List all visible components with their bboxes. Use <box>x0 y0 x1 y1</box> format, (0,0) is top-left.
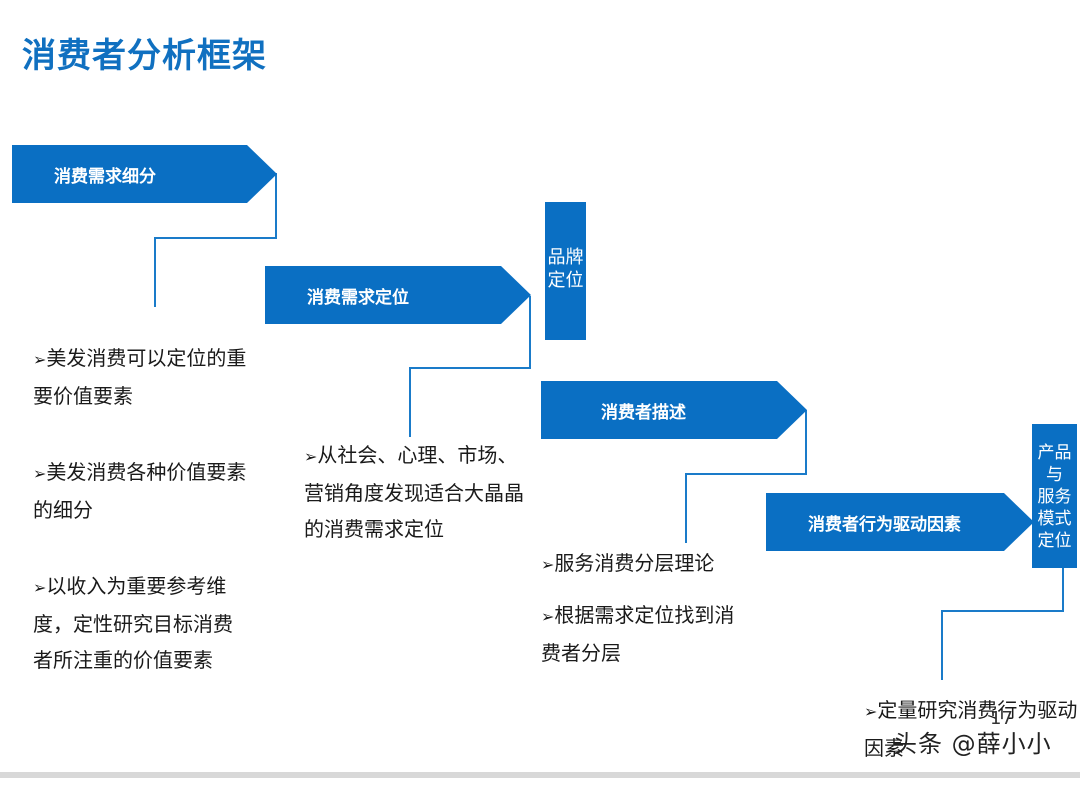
bullet-item: 美发消费各种价值要素的细分 <box>33 454 251 528</box>
segmentation-bullets: 美发消费可以定位的重要价值要素 美发消费各种价值要素的细分 以收入为重要参考维度… <box>33 340 251 718</box>
arrow-label: 消费者描述 <box>601 402 686 423</box>
arrow-label: 消费需求细分 <box>54 166 156 187</box>
description-bullets: 服务消费分层理论 根据需求定位找到消费者分层 <box>541 545 741 685</box>
product-service-positioning-box: 产品 与 服务 模式 定位 <box>1032 424 1077 568</box>
arrow-consumer-demand-positioning: 消费需求定位 <box>265 266 531 324</box>
connector-lines <box>154 173 1064 680</box>
bullet-item: 从社会、心理、市场、营销角度发现适合大晶晶的消费需求定位 <box>304 437 526 547</box>
bullet-item: 服务消费分层理论 <box>541 545 741 583</box>
arrow-label: 消费需求定位 <box>307 287 409 308</box>
brand-positioning-box: 品牌 定位 <box>545 202 586 340</box>
arrow-label: 消费者行为驱动因素 <box>808 514 961 535</box>
behavior-driver-bullets: 定量研究消费行为驱动因素 <box>864 692 1078 806</box>
page-title: 消费者分析框架 <box>22 36 267 76</box>
page-number: 17 <box>990 708 1013 729</box>
arrow-consumer-behavior-drivers: 消费者行为驱动因素 <box>766 493 1034 551</box>
bullet-item: 以收入为重要参考维度，定性研究目标消费者所注重的价值要素 <box>33 568 251 678</box>
bottom-bar <box>0 772 1080 778</box>
bullet-item: 定量研究消费行为驱动因素 <box>864 692 1078 766</box>
watermark: 头条 @薛小小 <box>893 730 1052 758</box>
arrow-consumer-description: 消费者描述 <box>541 381 807 439</box>
bullet-item: 美发消费可以定位的重要价值要素 <box>33 340 251 414</box>
arrow-consumer-demand-segmentation: 消费需求细分 <box>12 145 277 203</box>
positioning-bullets: 从社会、心理、市场、营销角度发现适合大晶晶的消费需求定位 <box>304 437 526 587</box>
bullet-item: 根据需求定位找到消费者分层 <box>541 597 741 671</box>
